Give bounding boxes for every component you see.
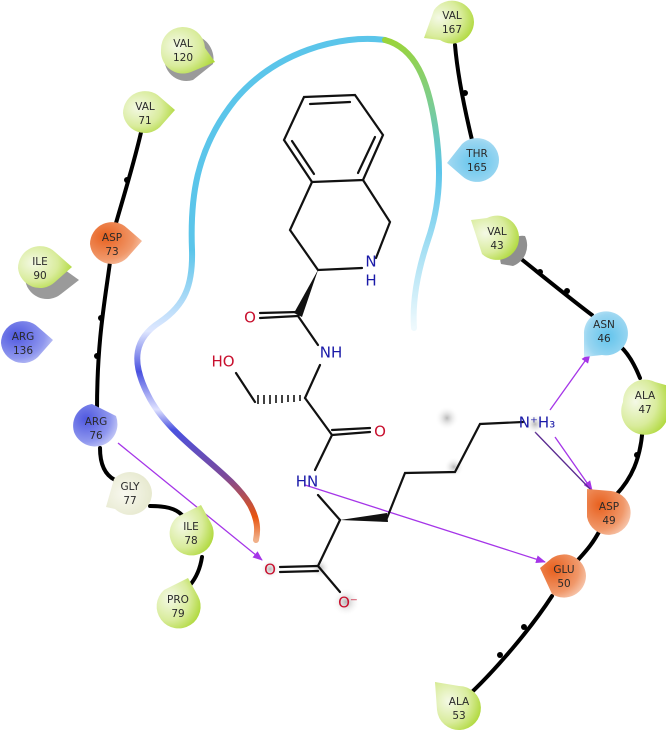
residue-gly77[interactable]: GLY 77 — [106, 472, 152, 515]
residue-name: ILE — [183, 521, 199, 533]
hbond-arg76-carboxyl-o — [117, 442, 263, 561]
residue-name: ASP — [599, 501, 619, 513]
hbond-hn-glu50 — [304, 484, 546, 564]
residue-name: PRO — [167, 594, 189, 606]
residue-number: 76 — [89, 430, 103, 442]
residue-name: ARG — [12, 331, 35, 343]
ligand-atom-labels: N H O NH HO O HN N⁺H₃ O O⁻ — [211, 253, 555, 612]
ligand-structure — [234, 93, 525, 594]
residue-val167[interactable]: VAL 167 — [424, 0, 474, 44]
residue-glu50[interactable]: GLU 50 — [540, 554, 586, 598]
residue-name: VAL — [135, 101, 155, 113]
residue-number: 71 — [138, 115, 151, 127]
residue-number: 77 — [123, 495, 136, 507]
hbond-nh3-asn46 — [549, 353, 591, 411]
residue-number: 120 — [173, 52, 193, 64]
residue-number: 79 — [171, 608, 184, 620]
residue-name: THR — [465, 148, 488, 160]
residue-name: VAL — [173, 38, 193, 50]
residue-number: 167 — [442, 24, 462, 36]
residue-asn46[interactable]: ASN 46 — [583, 311, 628, 357]
residue-asp49[interactable]: ASP 49 — [587, 489, 631, 535]
ring-nh-n: N — [365, 253, 376, 271]
solvent-exposure-halos — [260, 406, 545, 616]
interaction-lines — [117, 353, 593, 564]
residue-name: VAL — [487, 226, 507, 238]
residue-name: ALA — [635, 390, 656, 402]
residue-number: 73 — [105, 246, 118, 258]
carboxyl-oxygen: O — [264, 561, 276, 579]
residue-name: VAL — [442, 10, 462, 22]
residue-number: 136 — [13, 345, 33, 357]
residue-number: 90 — [33, 270, 46, 282]
amide1-nh: NH — [320, 344, 343, 362]
residue-ala53[interactable]: ALA 53 — [435, 682, 481, 730]
residue-name: GLU — [553, 564, 574, 576]
residue-name: ASP — [102, 232, 122, 244]
salt-bridge-nh3-asp49 — [534, 431, 592, 491]
residue-number: 78 — [184, 535, 197, 547]
ring-nh-h: H — [365, 272, 376, 290]
residue-pro79[interactable]: PRO 79 — [156, 578, 201, 629]
residue-number: 49 — [602, 515, 615, 527]
residue-val71[interactable]: VAL 71 — [123, 91, 175, 133]
residue-number: 43 — [490, 240, 503, 252]
amide2-oxygen: O — [374, 423, 386, 441]
residue-ile78[interactable]: ILE 78 — [169, 505, 214, 556]
residue-name: ILE — [32, 256, 48, 268]
residue-name: GLY — [120, 481, 140, 493]
serine-hydroxyl: HO — [211, 353, 234, 371]
lysine-ammonium: N⁺H₃ — [519, 414, 555, 432]
residue-number: 47 — [638, 404, 651, 416]
hbond-nh3-asp49 — [554, 436, 593, 491]
residue-arg76[interactable]: ARG 76 — [73, 404, 118, 447]
amide2-hn: HN — [296, 473, 319, 491]
amide1-oxygen: O — [244, 309, 256, 327]
residue-name: ALA — [449, 696, 470, 708]
residue-val120[interactable]: VAL 120 — [160, 26, 215, 82]
carboxylate-oxygen: O⁻ — [338, 594, 358, 612]
residue-arg136[interactable]: ARG 136 — [1, 321, 53, 363]
residue-ala47[interactable]: ALA 47 — [621, 379, 666, 435]
residue-asp73[interactable]: ASP 73 — [90, 222, 142, 264]
residue-number: 165 — [467, 162, 487, 174]
residue-name: ASN — [593, 319, 615, 331]
residue-number: 50 — [557, 578, 570, 590]
residue-val43[interactable]: VAL 43 — [471, 215, 528, 266]
residue-ile90[interactable]: ILE 90 — [18, 246, 79, 300]
residue-name: ARG — [85, 416, 108, 428]
residue-number: 46 — [597, 333, 611, 345]
residue-number: 53 — [452, 710, 465, 722]
residue-thr165[interactable]: THR 165 — [447, 138, 499, 182]
binding-pocket-contour — [134, 35, 443, 543]
